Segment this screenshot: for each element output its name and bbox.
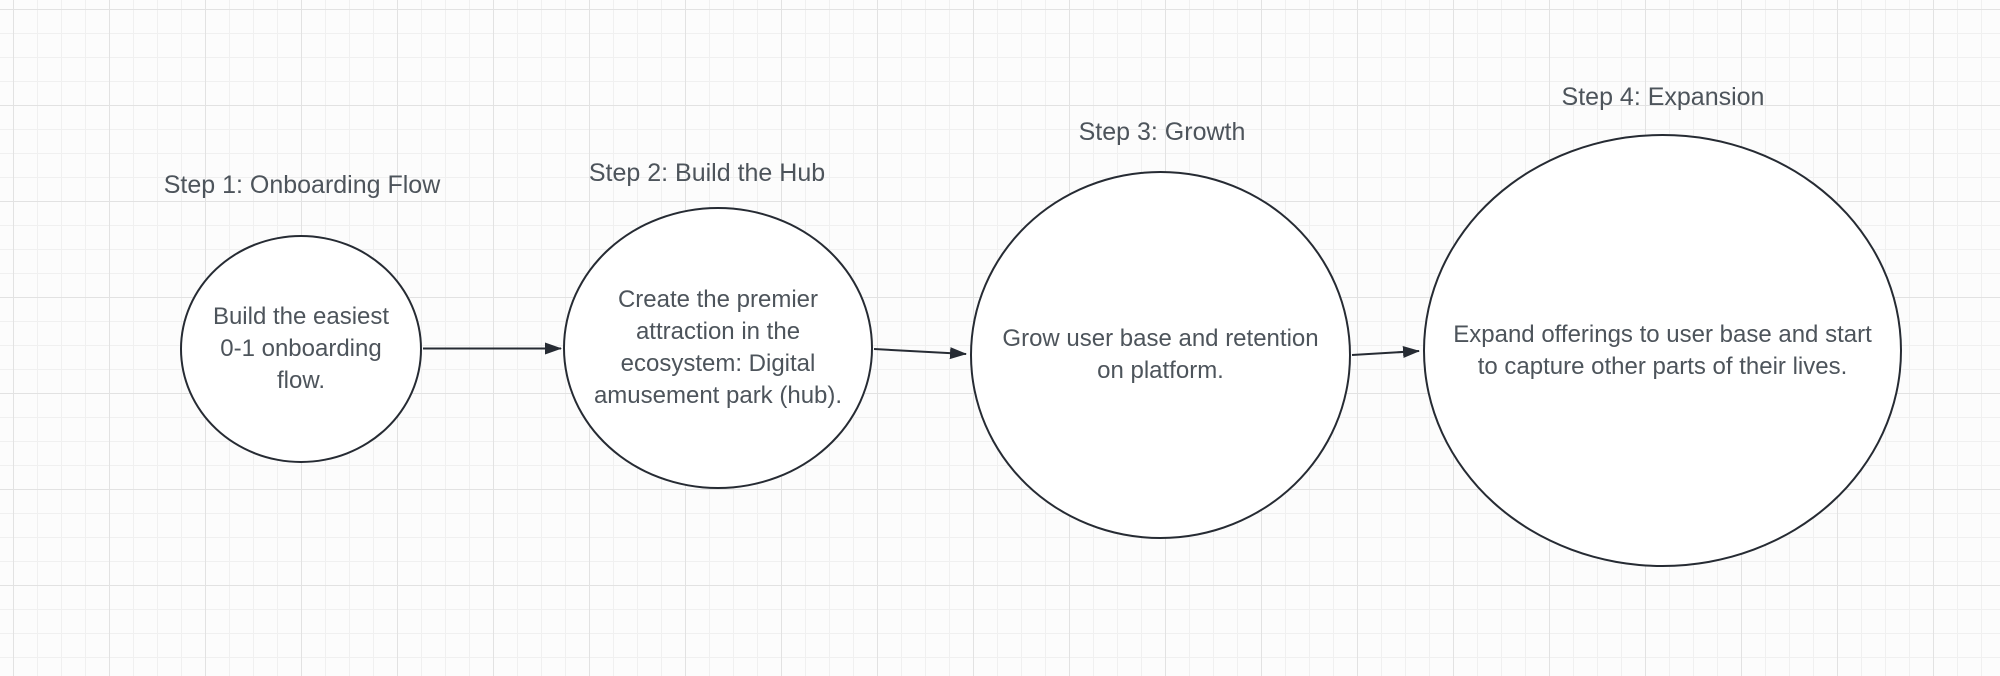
step-2-text: Create the premier attraction in the eco… bbox=[593, 286, 843, 409]
step-1-title[interactable]: Step 1: Onboarding Flow bbox=[163, 171, 441, 199]
step-1-text: Build the easiest 0-1 onboarding flow. bbox=[212, 303, 390, 394]
connector-arrow-3[interactable] bbox=[1351, 345, 1420, 358]
step-4-title[interactable]: Step 4: Expansion bbox=[1561, 83, 1765, 111]
step-2-node[interactable]: Create the premier attraction in the eco… bbox=[563, 207, 873, 489]
step-2-title[interactable]: Step 2: Build the Hub bbox=[588, 159, 826, 187]
step-4-node[interactable]: Expand offerings to user base and start … bbox=[1423, 134, 1902, 567]
step-1-node[interactable]: Build the easiest 0-1 onboarding flow. bbox=[180, 235, 422, 463]
connector-arrow-2[interactable] bbox=[873, 347, 967, 360]
step-3-text: Grow user base and retention on platform… bbox=[1002, 325, 1319, 384]
step-3-node[interactable]: Grow user base and retention on platform… bbox=[970, 171, 1351, 539]
step-3-title[interactable]: Step 3: Growth bbox=[1078, 118, 1246, 146]
step-4-text: Expand offerings to user base and start … bbox=[1453, 320, 1872, 380]
